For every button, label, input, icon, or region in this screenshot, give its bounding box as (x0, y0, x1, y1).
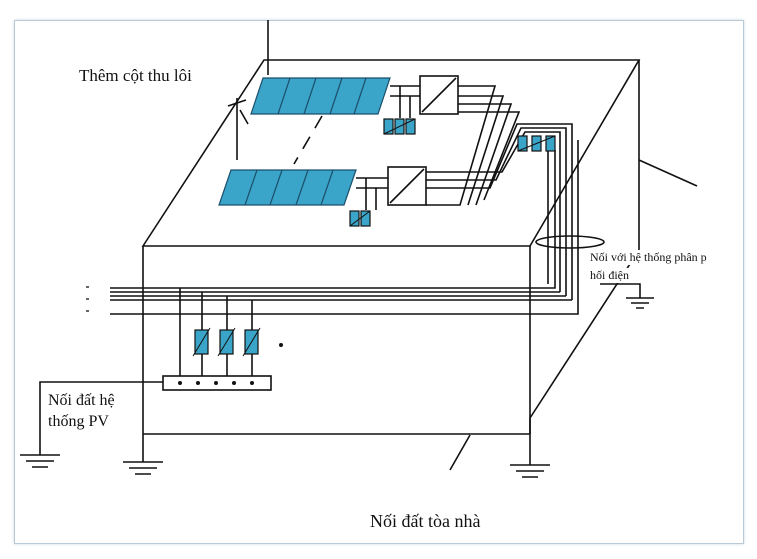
external-line (638, 159, 698, 187)
roof-outline (141, 59, 641, 247)
equipotential-label-2: hối điện (590, 268, 629, 283)
pv-array-bottom (218, 169, 357, 206)
ground-symbol-equip (626, 297, 654, 309)
pv-ground-label-1: Nối đất hệ (48, 392, 115, 410)
pv-array-top (250, 77, 391, 115)
array-link (293, 115, 323, 165)
spd-roof-bottom (349, 210, 371, 227)
cable-bundle-ring (535, 235, 605, 249)
ground-symbol-right (510, 464, 550, 478)
building-side (529, 60, 640, 419)
ground-symbol-mid (123, 461, 163, 475)
equipotential-label-1: Nối với hệ thống phân p (590, 250, 707, 265)
ground-diagonal (449, 434, 471, 471)
building-front (142, 246, 531, 435)
image-frame (14, 20, 744, 544)
lightning-rod-arm (227, 99, 249, 125)
pv-ground-label-2: thống PV (48, 413, 109, 431)
building-ground-label: Nối đất tòa nhà (370, 511, 481, 531)
lightning-rod-label: Thêm cột thu lôi (79, 66, 192, 85)
ground-symbol-left (20, 454, 60, 468)
